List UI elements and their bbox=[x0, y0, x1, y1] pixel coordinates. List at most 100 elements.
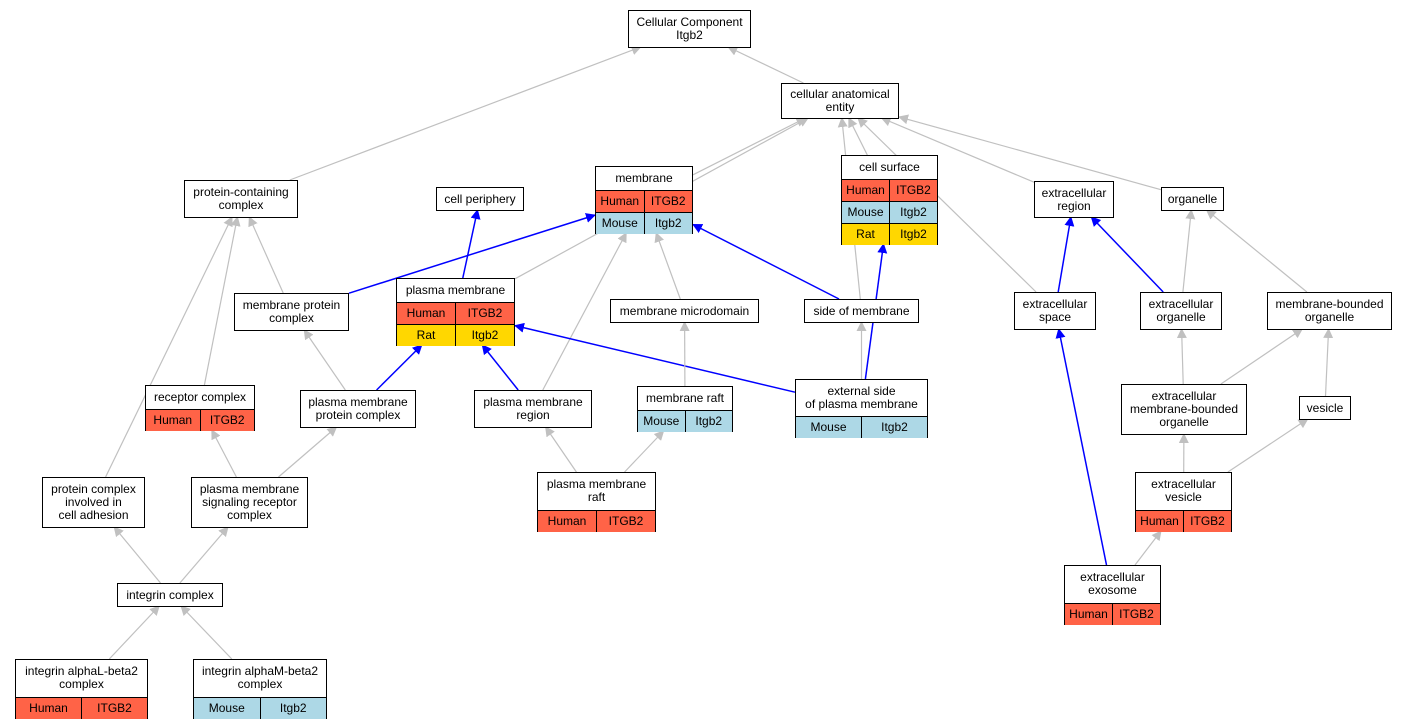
edge-org-to-cae bbox=[898, 114, 1162, 191]
species-cell: Human bbox=[1065, 604, 1112, 625]
node-label: extracellular vesicle bbox=[1151, 477, 1216, 504]
gene-cell: ITGB2 bbox=[1112, 604, 1160, 625]
species-cell: Mouse bbox=[638, 411, 685, 432]
edge-pmraft-to-mr bbox=[624, 430, 665, 473]
edge-ev-to-ves bbox=[1227, 418, 1309, 473]
species-cell: Human bbox=[16, 698, 81, 719]
gene-cell: Itgb2 bbox=[455, 325, 514, 346]
node-label: membrane protein complex bbox=[242, 298, 341, 325]
gene-cell: Itgb2 bbox=[889, 224, 937, 245]
edge-ves-to-mbo bbox=[1323, 328, 1334, 397]
species-cell: Rat bbox=[842, 224, 889, 245]
node-label: protein complex involved in cell adhesio… bbox=[51, 482, 136, 522]
edge-exo-to-es bbox=[1055, 328, 1108, 566]
gene-cell: Itgb2 bbox=[889, 202, 937, 223]
node-label: integrin complex bbox=[126, 587, 214, 602]
edge-mpc-to-pcc bbox=[248, 216, 284, 294]
edge-mpc-to-mem bbox=[348, 213, 596, 294]
edge-pmsrc-to-pmpc bbox=[278, 426, 338, 478]
node-label: plasma membrane raft bbox=[546, 477, 647, 504]
gene-cell: ITGB2 bbox=[455, 303, 514, 324]
node-ves: vesicle bbox=[1299, 396, 1351, 420]
node-org: organelle bbox=[1161, 187, 1224, 211]
node-es: extracellular space bbox=[1014, 292, 1096, 330]
node-label: vesicle bbox=[1306, 400, 1344, 415]
edge-espm-to-pm bbox=[514, 322, 796, 393]
gene-cell: ITGB2 bbox=[81, 698, 147, 719]
species-cell: Human bbox=[538, 511, 596, 532]
species-cell: Human bbox=[842, 180, 889, 201]
species-cell: Human bbox=[397, 303, 455, 324]
node-label: extracellular space bbox=[1022, 297, 1088, 324]
edge-embo-to-eo bbox=[1176, 328, 1187, 385]
edge-mbo-to-org bbox=[1205, 209, 1308, 293]
node-label: extracellular membrane-bounded organelle bbox=[1129, 389, 1239, 429]
node-label: extracellular organelle bbox=[1148, 297, 1214, 324]
node-ic: integrin complex bbox=[117, 583, 223, 607]
node-mbo: membrane-bounded organelle bbox=[1267, 292, 1392, 330]
edge-pcica-to-pcc bbox=[105, 216, 233, 478]
species-cell: Human bbox=[146, 410, 200, 431]
edge-imb2-to-ic bbox=[180, 605, 233, 660]
node-label: extracellular region bbox=[1041, 185, 1107, 213]
node-label: plasma membrane protein complex bbox=[308, 395, 408, 422]
gene-cell: ITGB2 bbox=[199, 410, 254, 431]
edge-pmpc-to-pm bbox=[376, 344, 423, 391]
species-cell: Human bbox=[1136, 511, 1183, 532]
node-label: protein-containing complex bbox=[193, 185, 289, 212]
node-pcica: protein complex involved in cell adhesio… bbox=[42, 477, 145, 528]
gene-cell: Itgb2 bbox=[643, 213, 692, 234]
node-cc: Cellular Component Itgb2 bbox=[628, 10, 751, 48]
node-label: integrin alphaM-beta2 complex bbox=[201, 664, 319, 691]
node-mmd: membrane microdomain bbox=[610, 299, 759, 323]
gene-cell: ITGB2 bbox=[889, 180, 937, 201]
edge-mem-to-cae bbox=[692, 117, 807, 176]
node-label: membrane bbox=[615, 170, 673, 185]
edge-cs-to-cae bbox=[848, 117, 868, 156]
node-label: cell surface bbox=[859, 159, 920, 174]
gene-cell: ITGB2 bbox=[643, 191, 692, 212]
gene-cell: Itgb2 bbox=[861, 417, 927, 438]
node-label: side of membrane bbox=[813, 303, 910, 318]
gene-cell: ITGB2 bbox=[596, 511, 655, 532]
edge-iab2-to-ic bbox=[108, 605, 160, 660]
node-label: membrane raft bbox=[645, 390, 725, 405]
node-eo: extracellular organelle bbox=[1140, 292, 1222, 330]
edge-pm-to-cp bbox=[462, 209, 481, 279]
edge-rc-to-pcc bbox=[203, 216, 241, 386]
node-pmsrc: plasma membrane signaling receptor compl… bbox=[191, 477, 308, 528]
edge-pmr-to-mem bbox=[542, 232, 627, 391]
edge-pmsrc-to-rc bbox=[211, 429, 237, 478]
edge-embo-to-mbo bbox=[1220, 328, 1304, 385]
edge-exo-to-ev bbox=[1134, 530, 1162, 566]
edge-eo-to-org bbox=[1182, 209, 1196, 293]
edge-pmpc-to-mpc bbox=[303, 329, 346, 391]
node-label: Cellular Component Itgb2 bbox=[636, 15, 743, 42]
edge-cae-to-cc bbox=[727, 46, 804, 84]
node-mpc: membrane protein complex bbox=[234, 293, 349, 331]
gene-cell: Itgb2 bbox=[684, 411, 732, 432]
edge-ic-to-pmsrc bbox=[179, 526, 229, 584]
node-embo: extracellular membrane-bounded organelle bbox=[1121, 384, 1247, 435]
species-cell: Mouse bbox=[796, 417, 861, 438]
